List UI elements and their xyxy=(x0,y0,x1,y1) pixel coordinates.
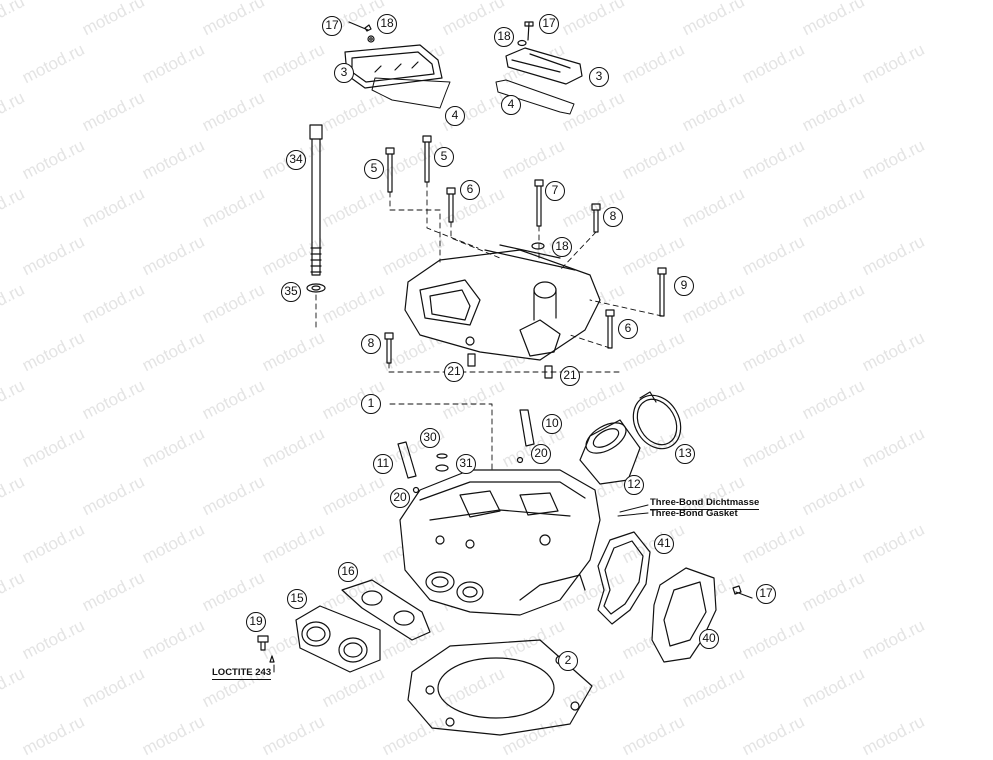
callout-3: 3 xyxy=(334,63,354,83)
camshaft-carrier xyxy=(404,244,601,361)
callout-3: 3 xyxy=(589,67,609,87)
callout-8: 8 xyxy=(361,334,381,354)
note-leaders xyxy=(273,504,649,673)
alignment-lines xyxy=(315,181,663,481)
callout-10: 10 xyxy=(542,414,562,434)
gasket-41 xyxy=(597,531,651,625)
callout-8: 8 xyxy=(603,207,623,227)
exhaust-gasket xyxy=(341,579,431,641)
dowels xyxy=(467,353,553,379)
callout-20: 20 xyxy=(390,488,410,508)
callout-2: 2 xyxy=(558,651,578,671)
callout-1: 1 xyxy=(361,394,381,414)
cylinder-head xyxy=(399,456,601,616)
exhaust-flange xyxy=(295,605,381,673)
note-three-bond-gasket: Three-Bond Gasket xyxy=(650,508,738,519)
bolt-19 xyxy=(257,635,275,663)
callout-17: 17 xyxy=(322,16,342,36)
note-three-bond-dichtmasse: Three-Bond Dichtmasse xyxy=(650,497,760,510)
stud-34 xyxy=(306,124,326,293)
callout-4: 4 xyxy=(445,106,465,126)
callout-35: 35 xyxy=(281,282,301,302)
callout-4: 4 xyxy=(501,95,521,115)
callout-16: 16 xyxy=(338,562,358,582)
callout-11: 11 xyxy=(373,454,393,474)
callout-19: 19 xyxy=(246,612,266,632)
valve-guides xyxy=(397,409,535,479)
callout-40: 40 xyxy=(699,629,719,649)
callout-20: 20 xyxy=(531,444,551,464)
callout-13: 13 xyxy=(675,444,695,464)
callout-18: 18 xyxy=(552,237,572,257)
valve-cover-left xyxy=(344,44,451,109)
callout-6: 6 xyxy=(460,180,480,200)
callout-17: 17 xyxy=(539,14,559,34)
valve-cover-right xyxy=(495,47,583,115)
callout-12: 12 xyxy=(624,475,644,495)
pump-cover xyxy=(651,567,753,663)
intake-clamp xyxy=(579,391,682,485)
callout-21: 21 xyxy=(444,362,464,382)
callout-21: 21 xyxy=(560,366,580,386)
callout-7: 7 xyxy=(545,181,565,201)
callout-41: 41 xyxy=(654,534,674,554)
callout-34: 34 xyxy=(286,150,306,170)
callout-6: 6 xyxy=(618,319,638,339)
bolts-top xyxy=(348,21,534,47)
note-loctite: LOCTITE 243 xyxy=(212,667,272,680)
callout-30: 30 xyxy=(420,428,440,448)
callout-5: 5 xyxy=(434,147,454,167)
callout-15: 15 xyxy=(287,589,307,609)
callout-18: 18 xyxy=(494,27,514,47)
callout-17: 17 xyxy=(756,584,776,604)
callout-9: 9 xyxy=(674,276,694,296)
callout-5: 5 xyxy=(364,159,384,179)
callout-18: 18 xyxy=(377,14,397,34)
callout-31: 31 xyxy=(456,454,476,474)
